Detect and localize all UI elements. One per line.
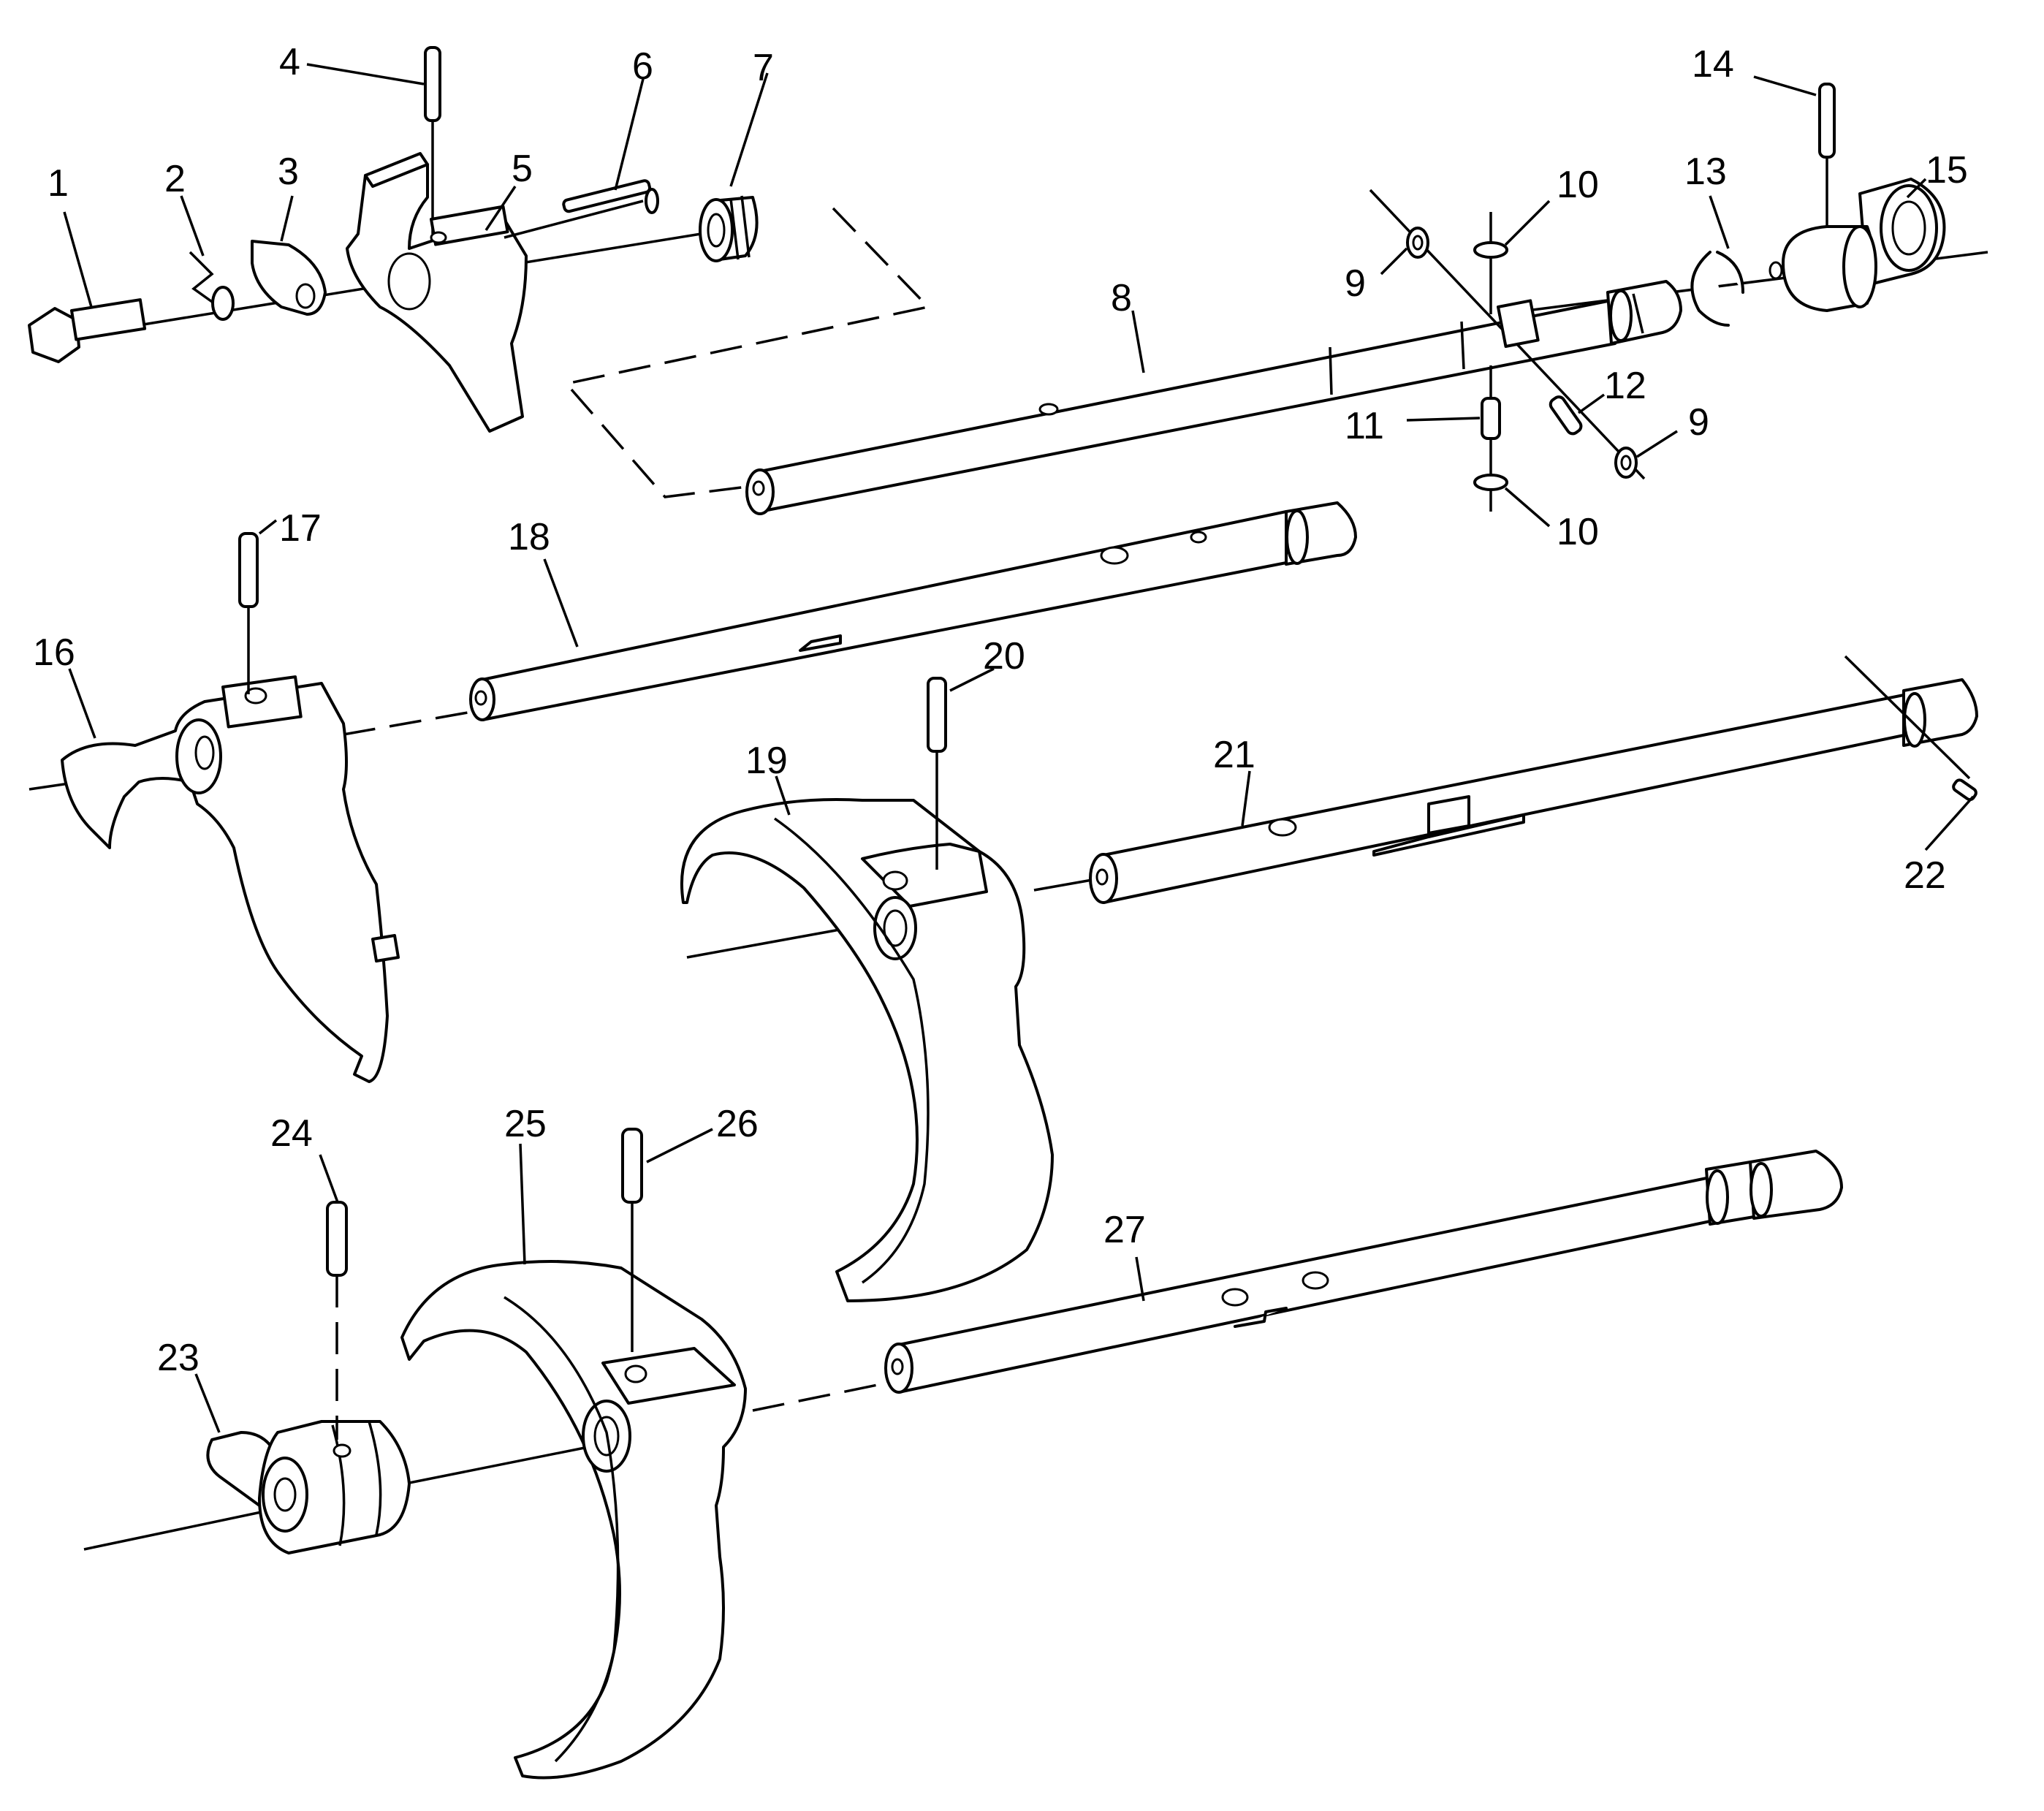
top-assembly — [28, 46, 1988, 515]
part-5-fork — [346, 152, 528, 433]
part-20-pin — [927, 677, 947, 870]
part-9-washer-upper — [1369, 189, 1503, 330]
callout-2: 2 — [164, 158, 186, 200]
part-2-spring-clip — [189, 251, 235, 321]
callout-11: 11 — [1345, 405, 1384, 447]
callout-5: 5 — [512, 148, 533, 190]
part-17-pin — [238, 532, 259, 694]
middle-left-assembly — [29, 501, 1357, 1083]
part-27-shaft — [884, 1150, 1843, 1394]
part-7-bushing — [699, 195, 759, 262]
callout-15: 15 — [1926, 149, 1968, 191]
middle-right-assembly — [680, 655, 1978, 1302]
callout-10b: 10 — [1557, 511, 1599, 553]
callout-21: 21 — [1213, 734, 1255, 776]
callout-leaders — [63, 63, 1975, 1433]
callout-9a: 9 — [1345, 262, 1366, 305]
part-12-pin — [1549, 395, 1583, 436]
callout-1: 1 — [48, 162, 69, 205]
callout-25: 25 — [504, 1103, 547, 1145]
part-24-pin — [326, 1201, 348, 1440]
callout-24: 24 — [270, 1112, 313, 1155]
callout-22: 22 — [1904, 854, 1946, 897]
part-11-pin — [1481, 397, 1501, 440]
part-21-shaft — [1089, 655, 1978, 904]
part-13-snap-ring — [1690, 251, 1744, 327]
callout-23: 23 — [157, 1337, 200, 1379]
part-16-fork — [61, 675, 400, 1083]
callout-20: 20 — [983, 635, 1025, 677]
part-4-pin — [424, 46, 441, 234]
part-23-selector — [206, 1420, 411, 1554]
callout-13: 13 — [1684, 151, 1727, 193]
callout-8: 8 — [1111, 277, 1132, 319]
part-8-shift-shaft — [745, 280, 1682, 515]
callout-16: 16 — [33, 631, 75, 674]
part-6-rod — [504, 179, 659, 239]
callout-18: 18 — [508, 516, 550, 558]
callout-9b: 9 — [1688, 401, 1709, 444]
callout-10a: 10 — [1557, 164, 1599, 206]
callout-4: 4 — [279, 41, 300, 83]
part-22-pin — [1952, 778, 1977, 802]
part-15-sleeve — [1768, 178, 1946, 312]
callout-7: 7 — [753, 47, 774, 89]
part-14-pin — [1818, 83, 1836, 227]
part-10-retainer-upper — [1473, 212, 1508, 314]
part-25-fork — [400, 1260, 747, 1780]
callout-27: 27 — [1103, 1209, 1146, 1251]
callout-17: 17 — [279, 507, 322, 550]
callout-19: 19 — [745, 740, 788, 782]
callout-6: 6 — [632, 45, 653, 88]
bottom-assembly — [83, 1128, 1843, 1780]
callout-14: 14 — [1692, 43, 1734, 86]
part-3-lever — [251, 240, 327, 316]
part-18-shaft — [469, 501, 1357, 721]
callout-12: 12 — [1604, 365, 1646, 407]
callout-labels: 1 2 3 4 5 6 7 8 9 9 10 10 11 12 13 14 15… — [33, 41, 1968, 1379]
callout-3: 3 — [278, 151, 299, 193]
part-1-bolt — [28, 298, 147, 363]
part-26-pin — [621, 1128, 643, 1352]
callout-26: 26 — [716, 1103, 759, 1145]
part-19-fork — [680, 798, 1054, 1302]
